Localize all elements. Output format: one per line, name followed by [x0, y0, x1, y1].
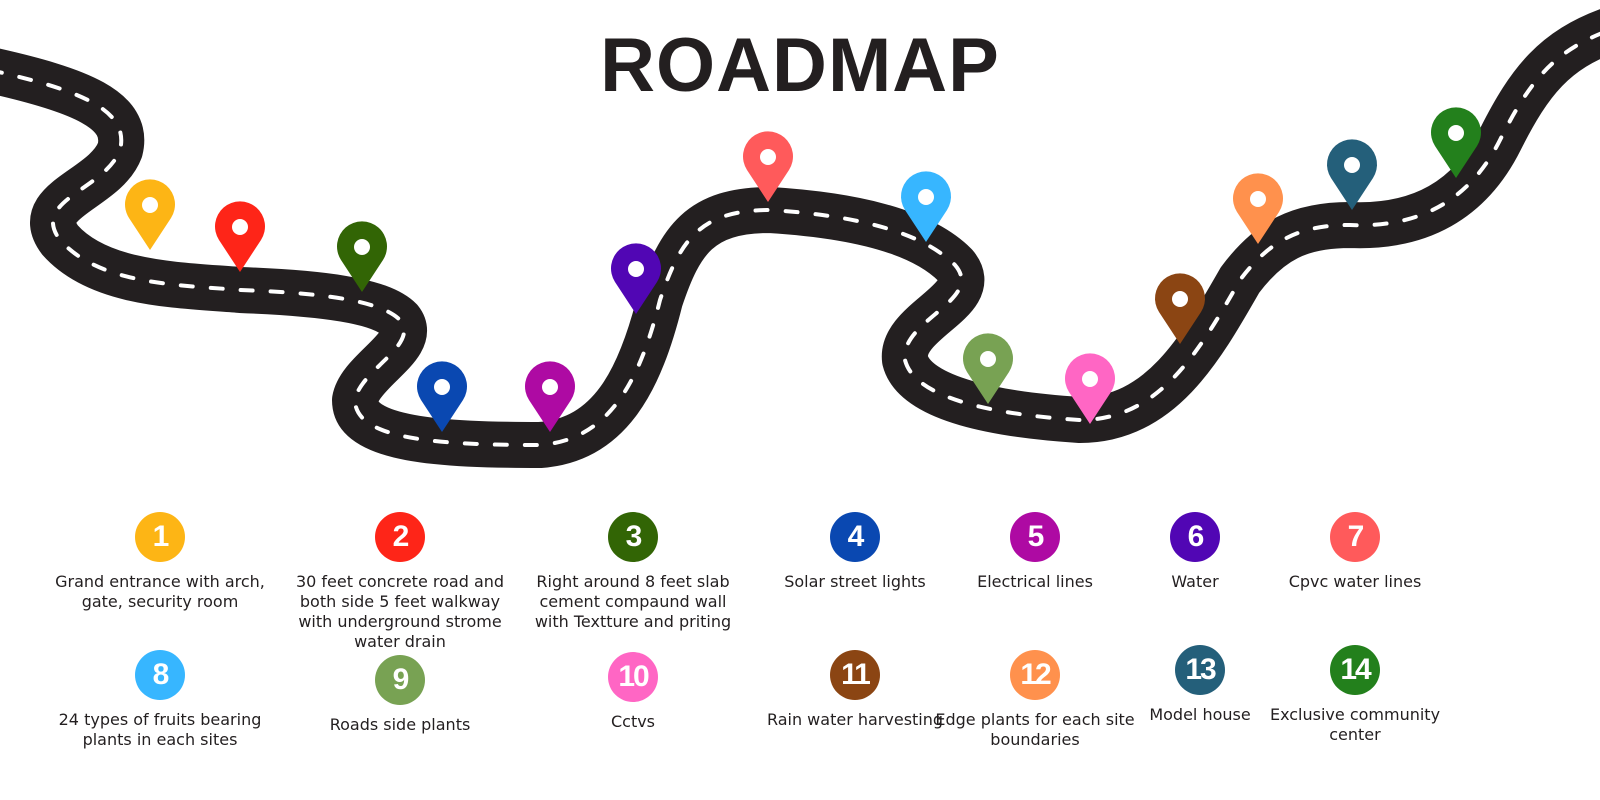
milestone-number-badge: 3: [608, 512, 658, 562]
milestone-label: 30 feet concrete road and both side 5 fe…: [295, 572, 505, 651]
map-pin-icon: [743, 131, 793, 202]
map-pin-icon: [1326, 139, 1377, 210]
milestone-number-badge: 13: [1175, 645, 1225, 695]
map-pin-icon: [611, 243, 661, 314]
road-map: [0, 9, 1600, 468]
road-center-line: [0, 31, 1600, 448]
map-pin-icon: [1233, 173, 1284, 244]
page-title: ROADMAP: [600, 23, 1000, 108]
milestone-label: Edge plants for each site boundaries: [935, 710, 1135, 749]
milestone-label: Solar street lights: [784, 572, 926, 591]
milestone-label: 24 types of fruits bearing plants in eac…: [58, 710, 262, 749]
map-pin-icon: [337, 221, 387, 292]
milestone-number-badge: 14: [1330, 645, 1380, 695]
milestone-number-badge: 5: [1010, 512, 1060, 562]
milestone-number-badge: 12: [1010, 650, 1060, 700]
map-pin-icon: [417, 361, 467, 432]
milestone-number-badge: 1: [135, 512, 185, 562]
milestone-number-badge: 11: [830, 650, 880, 700]
milestone-number-badge: 8: [135, 650, 185, 700]
map-pin-icon: [901, 171, 951, 242]
milestone-label: Water: [1171, 572, 1219, 591]
milestone-label: Model house: [1149, 705, 1251, 724]
milestone-label: Electrical lines: [977, 572, 1093, 591]
milestone-item: 8 24 types of fruits bearing plants in ea…: [50, 650, 270, 750]
milestone-number-badge: 10: [608, 652, 658, 702]
map-pin-icon: [125, 179, 176, 250]
milestone-label: Right around 8 feet slab cement compaund…: [534, 572, 732, 631]
milestone-label: Cpvc water lines: [1288, 572, 1422, 591]
milestone-number-badge: 4: [830, 512, 880, 562]
milestone-label: Roads side plants: [329, 715, 471, 734]
map-pin-icon: [1064, 353, 1115, 424]
milestone-number-badge: 7: [1330, 512, 1380, 562]
milestone-number-badge: 9: [375, 655, 425, 705]
milestone-label: Rain water harvesting: [766, 710, 944, 729]
map-pin-icon: [525, 361, 575, 432]
milestone-label: Cctvs: [610, 712, 656, 731]
milestone-item: 2 30 feet concrete road and both side 5 f…: [290, 512, 510, 652]
milestone-number-badge: 6: [1170, 512, 1220, 562]
map-pin-icon: [1155, 273, 1205, 344]
map-pin-icon: [962, 333, 1013, 404]
milestone-label: Exclusive community center: [1269, 705, 1441, 744]
map-pin-icon: [215, 201, 265, 272]
milestone-number-badge: 2: [375, 512, 425, 562]
map-pin-icon: [1430, 107, 1481, 178]
milestone-label: Grand entrance with arch, gate, security…: [55, 572, 265, 611]
